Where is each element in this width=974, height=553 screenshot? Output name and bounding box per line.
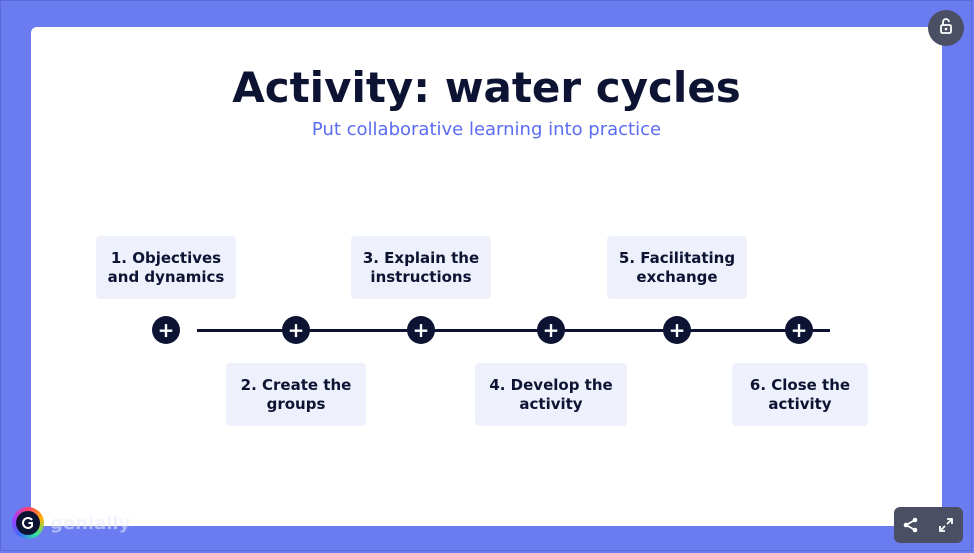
timeline-node-2[interactable]: +: [282, 316, 310, 344]
slide-title: Activity: water cycles: [232, 63, 741, 112]
timeline-step-card-4: 4. Develop the activity: [475, 363, 627, 426]
timeline-node-1[interactable]: +: [152, 316, 180, 344]
slide-subtitle: Put collaborative learning into practice: [311, 119, 662, 140]
plus-icon: +: [157, 318, 175, 342]
genially-logo-text: genially: [50, 512, 131, 534]
timeline-step-card-5: 5. Facilitating exchange: [607, 236, 747, 299]
plus-icon: +: [542, 318, 560, 342]
fullscreen-icon[interactable]: [936, 515, 956, 535]
timeline-step-card-2: 2. Create the groups: [226, 363, 366, 426]
share-icon[interactable]: [901, 515, 921, 535]
timeline-node-4[interactable]: +: [537, 316, 565, 344]
plus-icon: +: [668, 318, 686, 342]
slide-canvas: Activity: water cycles Put collaborative…: [31, 27, 942, 526]
timeline-step-card-3: 3. Explain the instructions: [351, 236, 491, 299]
unlock-hand-button[interactable]: [928, 10, 964, 46]
timeline-step-card-6: 6. Close the activity: [732, 363, 868, 426]
plus-icon: +: [790, 318, 808, 342]
timeline-node-6[interactable]: +: [785, 316, 813, 344]
viewer-toolbar: [894, 507, 963, 543]
plus-icon: +: [287, 318, 305, 342]
genially-logo-mark: [12, 507, 44, 539]
timeline-node-5[interactable]: +: [663, 316, 691, 344]
timeline-step-card-1: 1. Objectives and dynamics: [96, 236, 236, 299]
unlock-hand-icon: [936, 16, 956, 40]
plus-icon: +: [412, 318, 430, 342]
timeline-node-3[interactable]: +: [407, 316, 435, 344]
genially-logo[interactable]: genially: [12, 505, 130, 541]
timeline-line: [197, 329, 830, 332]
